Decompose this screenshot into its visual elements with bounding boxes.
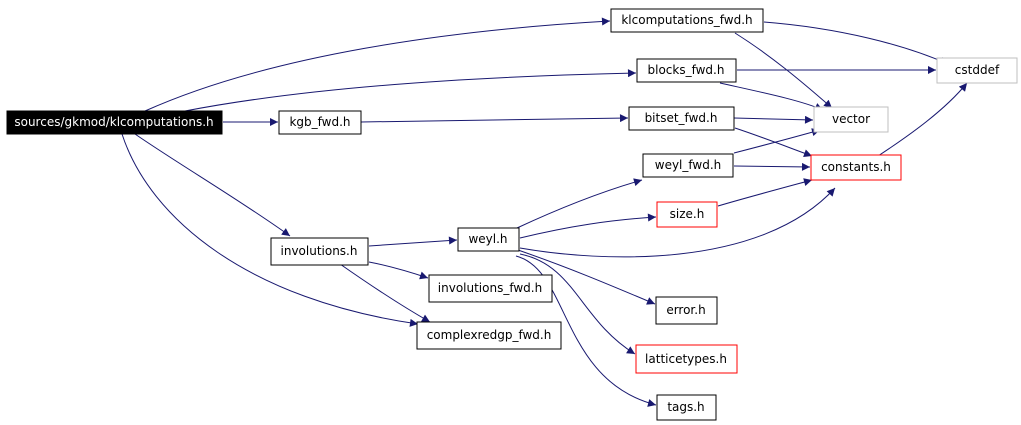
node-kgb-fwd[interactable]: kgb_fwd.h bbox=[278, 110, 362, 135]
node-size[interactable]: size.h bbox=[656, 201, 718, 228]
edge-bitset-fwd-vector bbox=[733, 115, 814, 124]
edge-weyl-constants bbox=[519, 187, 836, 258]
node-weyl-fwd[interactable]: weyl_fwd.h bbox=[642, 153, 734, 178]
edge-root-klcomputations-fwd bbox=[144, 17, 611, 112]
edge-involutions-weyl bbox=[368, 236, 458, 247]
node-cstddef[interactable]: cstddef bbox=[936, 57, 1018, 84]
edge-root-complexredgp-fwd bbox=[121, 133, 419, 327]
node-label: kgb_fwd.h bbox=[289, 115, 350, 129]
edge-weyl-weyl-fwd bbox=[516, 178, 643, 229]
node-label: involutions_fwd.h bbox=[438, 281, 542, 295]
edge-weyl-size bbox=[519, 213, 657, 239]
node-label: weyl.h bbox=[468, 232, 507, 246]
node-label: tags.h bbox=[667, 400, 704, 414]
node-tags[interactable]: tags.h bbox=[656, 394, 717, 421]
node-label: blocks_fwd.h bbox=[648, 63, 725, 77]
node-label: klcomputations_fwd.h bbox=[621, 13, 752, 27]
edge-involutions-complexredgp-fwd bbox=[339, 263, 431, 323]
edge-weyl-tags bbox=[515, 255, 657, 407]
node-label: constants.h bbox=[821, 160, 891, 174]
edge-root-involutions bbox=[134, 133, 291, 237]
edges bbox=[121, 17, 968, 407]
node-label: complexredgp_fwd.h bbox=[427, 328, 552, 342]
node-klcomputations-fwd[interactable]: klcomputations_fwd.h bbox=[610, 8, 764, 33]
edge-klcomputations-fwd-vector bbox=[734, 32, 833, 109]
node-label: bitset_fwd.h bbox=[645, 111, 718, 125]
node-blocks-fwd[interactable]: blocks_fwd.h bbox=[636, 58, 737, 83]
edge-weyl-fwd-constants bbox=[733, 162, 811, 171]
node-root[interactable]: sources/gkmod/klcomputations.h bbox=[6, 110, 223, 135]
node-involutions-fwd[interactable]: involutions_fwd.h bbox=[428, 274, 553, 303]
node-latticetypes[interactable]: latticetypes.h bbox=[635, 344, 738, 374]
edge-weyl-latticetypes bbox=[519, 253, 636, 355]
node-label: error.h bbox=[666, 303, 705, 317]
edge-constants-cstddef bbox=[877, 82, 968, 157]
nodes: sources/gkmod/klcomputations.h klcomputa… bbox=[6, 8, 1018, 421]
node-constants[interactable]: constants.h bbox=[810, 154, 902, 181]
node-complexredgp-fwd[interactable]: complexredgp_fwd.h bbox=[416, 321, 562, 350]
node-label: cstddef bbox=[955, 63, 1000, 77]
edge-weyl-error bbox=[517, 249, 656, 305]
node-involutions[interactable]: involutions.h bbox=[270, 237, 369, 266]
node-label: involutions.h bbox=[281, 244, 358, 258]
edge-bitset-fwd-constants bbox=[734, 127, 813, 158]
node-label: latticetypes.h bbox=[645, 352, 727, 366]
edge-root-blocks-fwd bbox=[184, 69, 637, 112]
node-label: vector bbox=[832, 112, 870, 126]
node-bitset-fwd[interactable]: bitset_fwd.h bbox=[628, 106, 735, 131]
edge-involutions-involutions-fwd bbox=[368, 261, 429, 280]
node-label: sources/gkmod/klcomputations.h bbox=[14, 115, 213, 129]
node-error[interactable]: error.h bbox=[655, 296, 718, 325]
node-label: size.h bbox=[670, 207, 705, 221]
edge-weyl-fwd-vector bbox=[733, 128, 821, 154]
edge-size-constants bbox=[717, 178, 813, 207]
node-weyl[interactable]: weyl.h bbox=[457, 227, 520, 252]
edge-klcomputations-fwd-cstddef bbox=[763, 21, 949, 65]
node-label: weyl_fwd.h bbox=[655, 158, 722, 172]
node-vector[interactable]: vector bbox=[813, 106, 889, 133]
edge-kgb-fwd-bitset-fwd bbox=[360, 114, 629, 123]
